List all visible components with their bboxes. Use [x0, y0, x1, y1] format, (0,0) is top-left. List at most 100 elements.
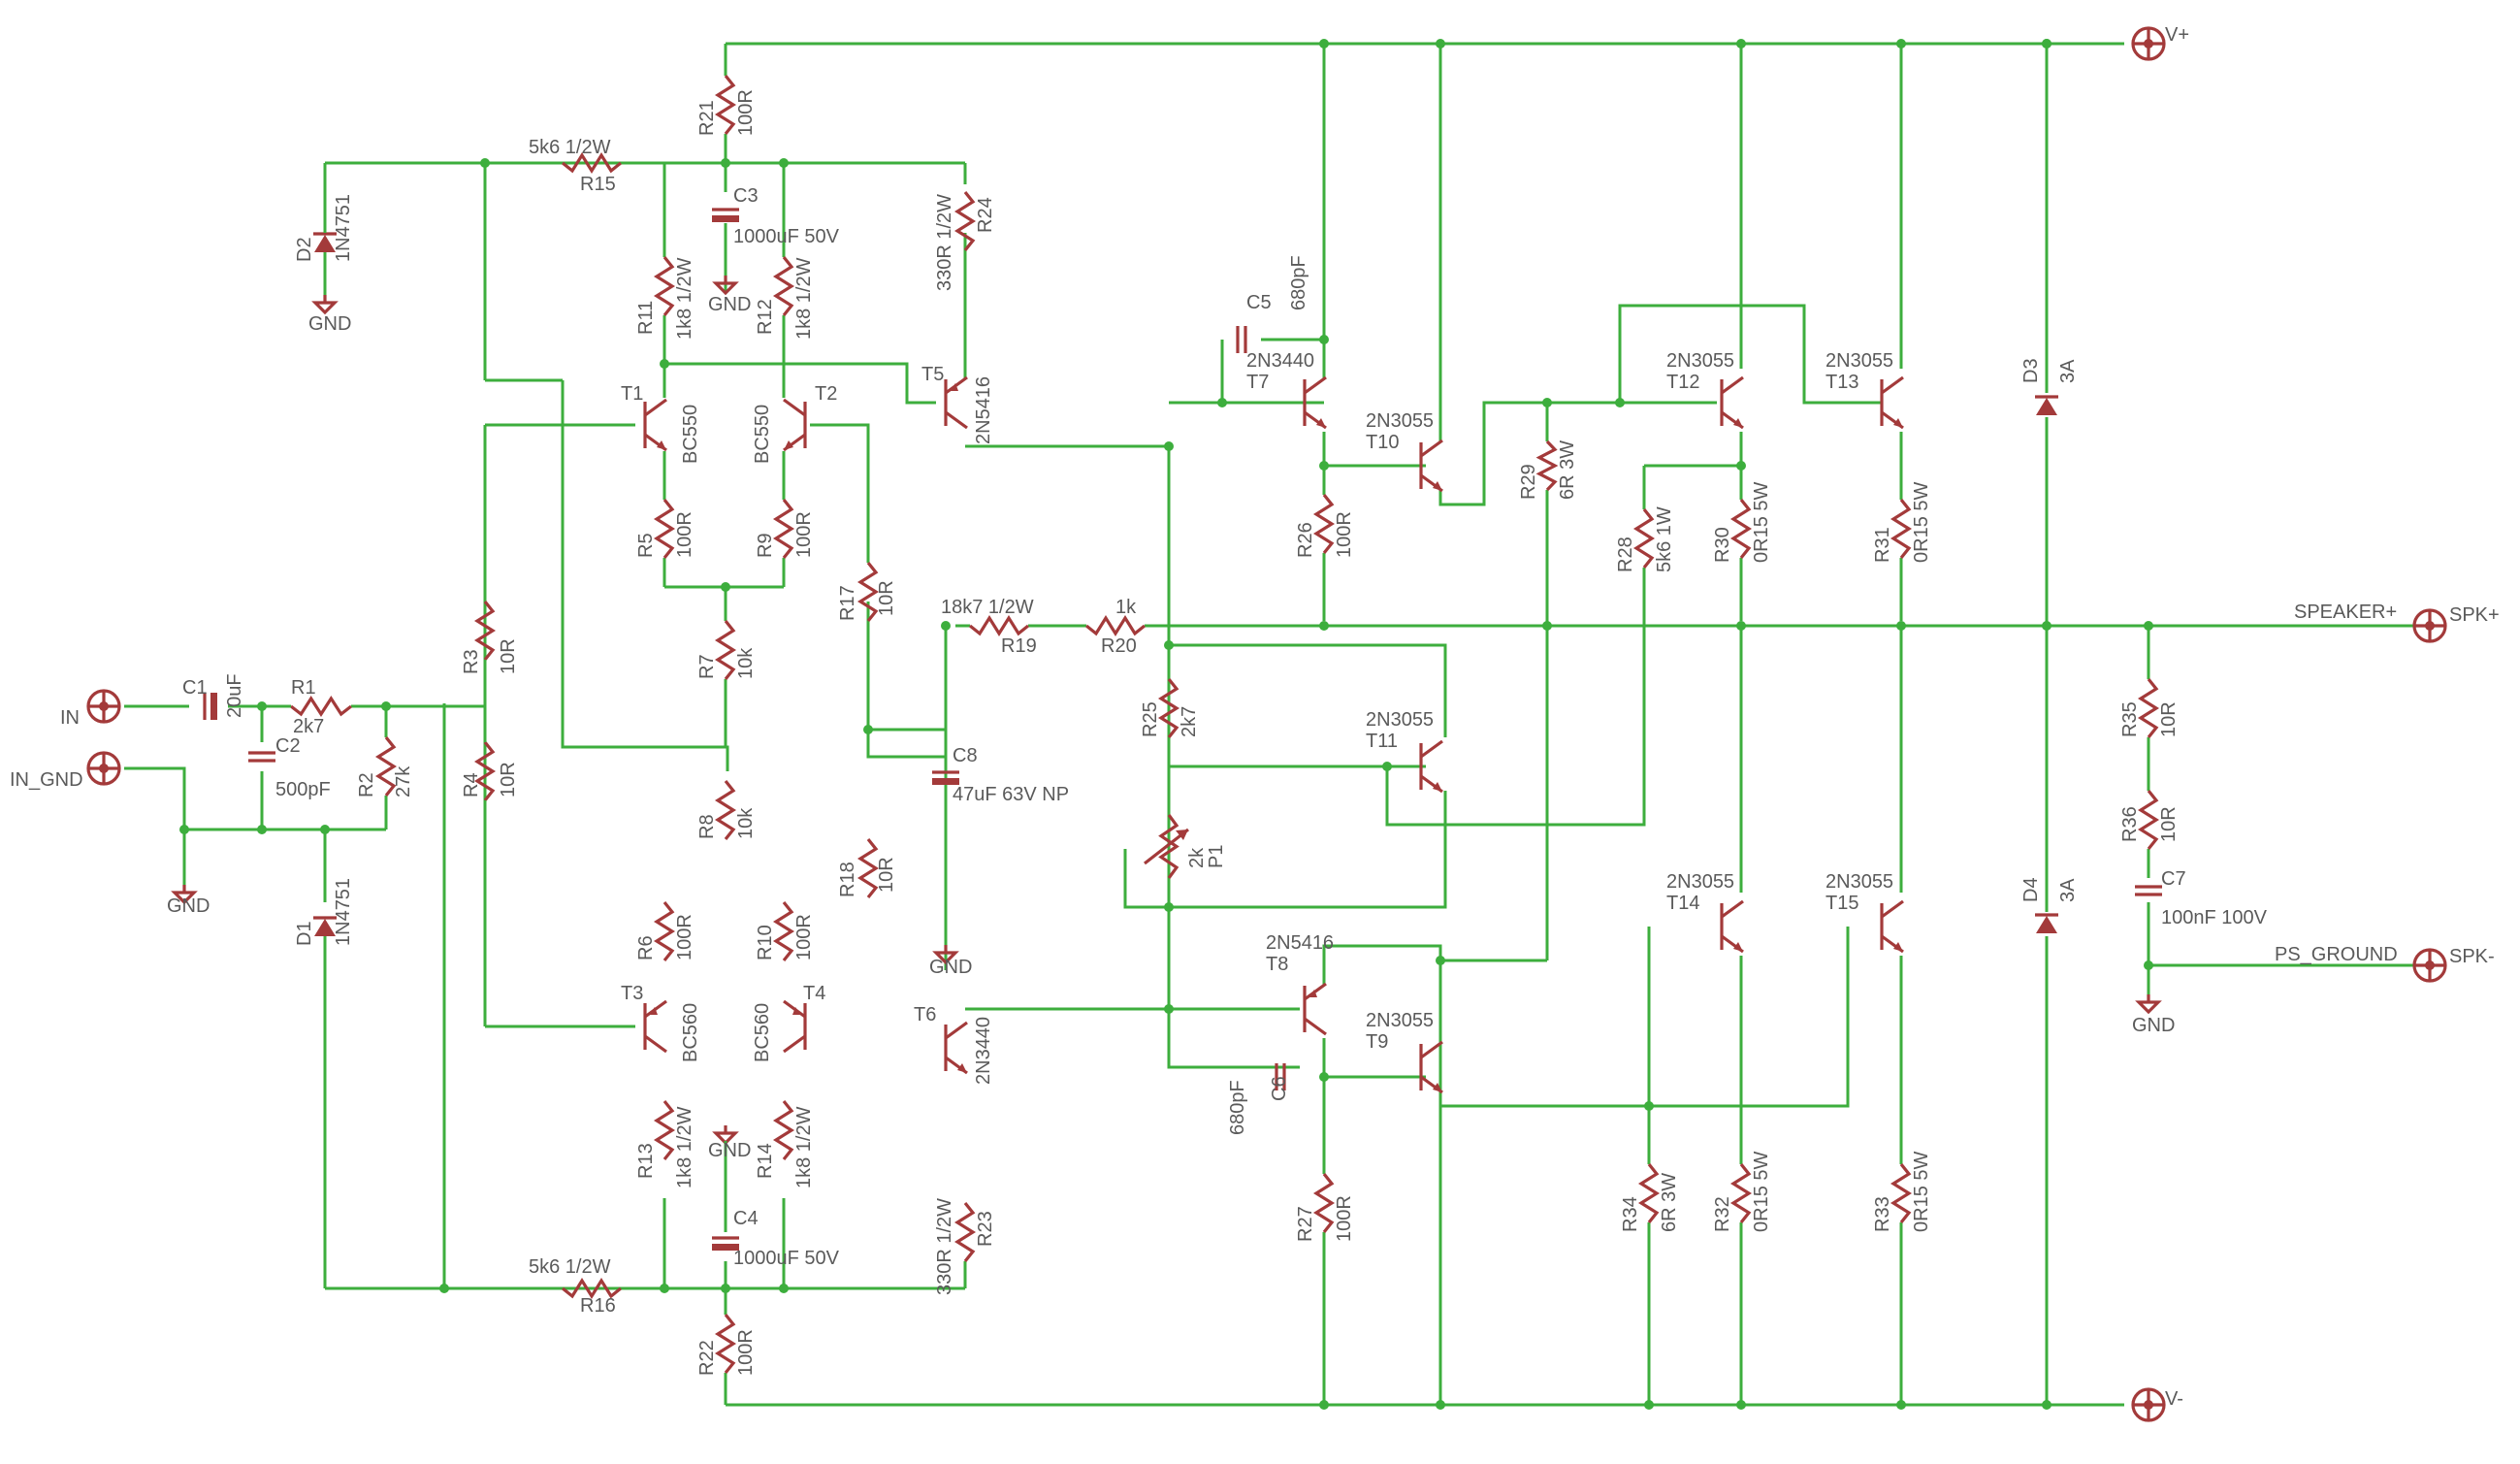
- p1-wiper: [1144, 828, 1189, 865]
- r20-value: 1k: [1115, 597, 1137, 618]
- c6-value: 680pF: [1227, 1080, 1248, 1135]
- t8-name: T8: [1266, 954, 1288, 975]
- r4-resistor: [473, 741, 497, 801]
- r24-name: R24: [975, 197, 996, 233]
- r9-name: R9: [755, 533, 776, 558]
- p1-value: 2k: [1186, 847, 1208, 868]
- terminal-vminus-label: V-: [2165, 1388, 2183, 1410]
- c4-name: C4: [733, 1208, 759, 1229]
- t9-transistor: [1419, 1040, 1443, 1094]
- t1-transistor: [643, 398, 667, 452]
- r20-name: R20: [1101, 635, 1137, 657]
- r3-name: R3: [461, 649, 482, 674]
- d2-diode: [313, 232, 337, 252]
- r10-value: 100R: [793, 914, 815, 960]
- r18-value: 10R: [876, 857, 897, 893]
- r32-resistor: [1729, 1163, 1753, 1223]
- r36-resistor: [2137, 790, 2160, 850]
- t15-part: 2N3055: [1825, 871, 1893, 893]
- gnd-symbol-c3: [712, 276, 739, 296]
- t2-name: T2: [815, 383, 837, 405]
- r11-resistor: [653, 256, 676, 316]
- t4-part: BC560: [752, 1003, 773, 1062]
- terminal-vplus-label: V+: [2165, 24, 2189, 46]
- t7-name: T7: [1246, 372, 1269, 393]
- d3-part: 3A: [2057, 359, 2079, 383]
- c8-name: C8: [953, 745, 978, 766]
- r1-value: 2k7: [293, 716, 324, 737]
- r4-value: 10R: [498, 762, 519, 797]
- r5-value: 100R: [674, 511, 695, 558]
- gnd-symbol-in: [171, 885, 198, 905]
- c3-capacitor: [712, 208, 739, 222]
- c7-name: C7: [2161, 868, 2186, 890]
- r16-resistor: [562, 1277, 622, 1300]
- r28-resistor: [1632, 508, 1656, 569]
- r4-name: R4: [461, 772, 482, 797]
- r36-name: R36: [2119, 806, 2141, 842]
- t3-transistor: [643, 999, 667, 1054]
- r18-name: R18: [837, 862, 858, 897]
- r2-resistor: [374, 736, 398, 797]
- t3-name: T3: [621, 983, 643, 1004]
- r2-name: R2: [356, 772, 377, 797]
- c7-capacitor: [2135, 885, 2162, 896]
- gnd-label-c3: GND: [708, 294, 751, 315]
- r9-value: 100R: [793, 511, 815, 558]
- r26-value: 100R: [1334, 511, 1355, 558]
- r7-resistor: [714, 620, 737, 680]
- t3-part: BC560: [680, 1003, 701, 1062]
- r31-name: R31: [1872, 527, 1893, 563]
- gnd-symbol-d2: [311, 295, 339, 315]
- r12-value: 1k8 1/2W: [793, 257, 815, 340]
- d1-diode: [313, 916, 337, 936]
- net-speaker-plus-label: SPEAKER+: [2294, 602, 2397, 623]
- r25-name: R25: [1140, 701, 1161, 737]
- r19-value: 18k7 1/2W: [941, 597, 1034, 618]
- r2-value: 27k: [393, 765, 414, 797]
- r32-value: 0R15 5W: [1751, 1152, 1772, 1232]
- c3-value: 1000uF 50V: [733, 226, 840, 247]
- r30-resistor: [1729, 499, 1753, 559]
- t8-transistor: [1303, 982, 1327, 1036]
- r15-resistor: [562, 151, 622, 175]
- t15-name: T15: [1825, 893, 1858, 914]
- t10-transistor: [1419, 439, 1443, 493]
- t11-part: 2N3055: [1366, 709, 1434, 731]
- r16-value: 5k6 1/2W: [529, 1256, 611, 1278]
- r1-resistor: [290, 696, 352, 717]
- r10-name: R10: [755, 925, 776, 960]
- t7-transistor: [1303, 375, 1327, 430]
- r17-name: R17: [837, 585, 858, 621]
- r34-value: 6R 3W: [1659, 1173, 1680, 1232]
- r14-name: R14: [755, 1143, 776, 1179]
- r12-resistor: [772, 256, 795, 316]
- t14-transistor: [1720, 899, 1744, 954]
- t1-part: BC550: [680, 405, 701, 464]
- r19-resistor: [969, 614, 1029, 637]
- r23-value: 330R 1/2W: [934, 1198, 955, 1295]
- terminal-vplus: [2131, 26, 2166, 61]
- r9-resistor: [772, 499, 795, 559]
- terminal-in-label: IN: [60, 707, 80, 729]
- r5-resistor: [653, 499, 676, 559]
- c4-capacitor: [712, 1236, 739, 1251]
- t7-part: 2N3440: [1246, 350, 1314, 372]
- c6-capacitor: [1275, 1063, 1286, 1090]
- t4-transistor: [783, 999, 807, 1054]
- r33-resistor: [1890, 1163, 1913, 1223]
- r3-resistor: [473, 601, 497, 661]
- r33-value: 0R15 5W: [1911, 1152, 1932, 1232]
- r17-value: 10R: [876, 580, 897, 616]
- d4-name: D4: [2020, 877, 2042, 902]
- r33-name: R33: [1872, 1196, 1893, 1232]
- r10-resistor: [772, 901, 795, 961]
- t9-part: 2N3055: [1366, 1010, 1434, 1031]
- r11-name: R11: [635, 301, 657, 335]
- r13-name: R13: [635, 1143, 657, 1179]
- p1-potentiometer: [1158, 814, 1179, 879]
- r29-resistor: [1535, 439, 1559, 492]
- r27-resistor: [1312, 1173, 1336, 1233]
- t14-name: T14: [1666, 893, 1699, 914]
- r17-resistor: [856, 562, 880, 622]
